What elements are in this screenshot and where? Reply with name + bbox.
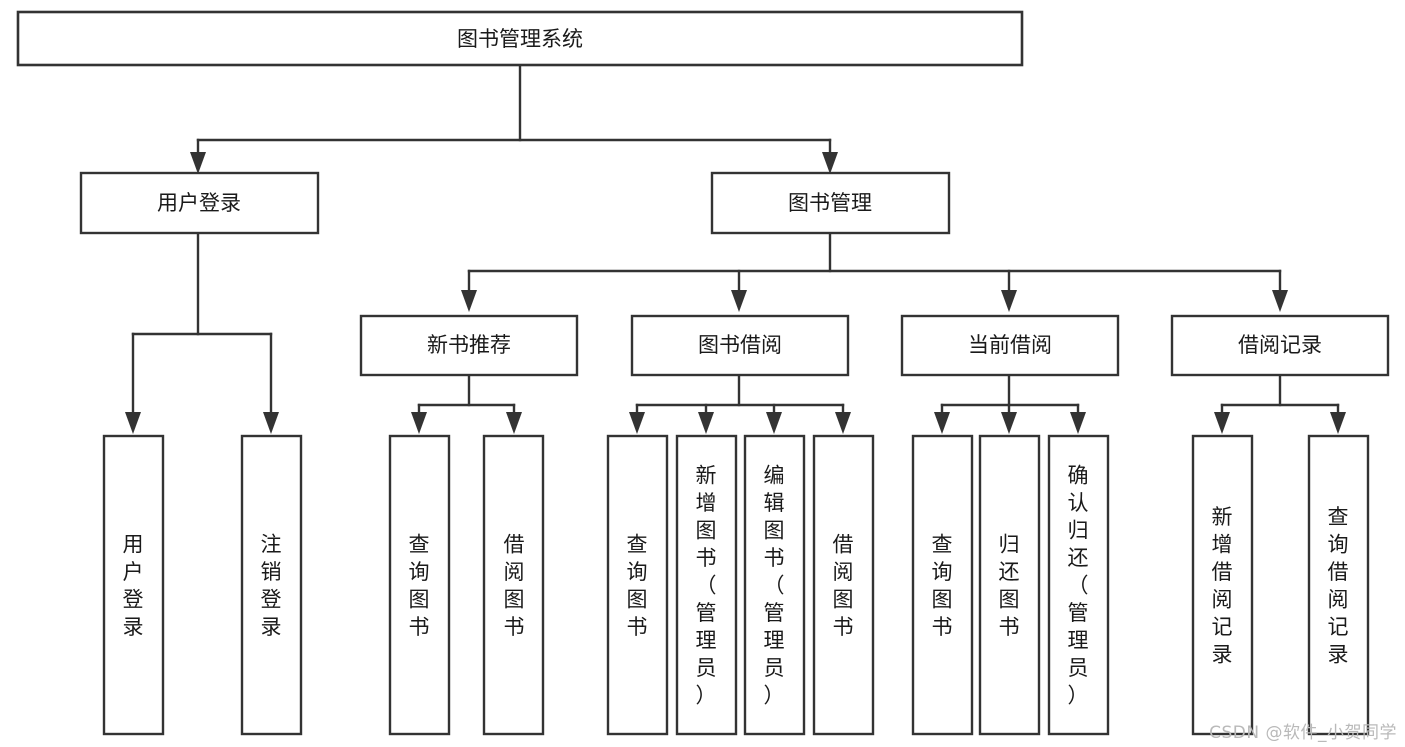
leaf-cb-confirm-return-label: 确认归还（管理员） <box>1068 464 1089 708</box>
node-root-box <box>16 10 1024 67</box>
arrow-head-bb-query <box>629 412 645 434</box>
leaf-newbook-borrow-book[interactable]: 借阅图书 <box>482 434 545 736</box>
node-user-login-box <box>79 171 320 235</box>
arrow-head-cb-return <box>1001 412 1017 434</box>
leaf-cb-confirm-return-box <box>1047 434 1110 736</box>
leaf-logout-label: 注销登录 <box>261 532 282 639</box>
leaf-bb-borrow-book-label: 借阅图书 <box>833 532 854 639</box>
node-borrow-record[interactable]: 借阅记录 <box>1170 314 1390 377</box>
node-book-management[interactable]: 图书管理 <box>710 171 951 235</box>
leaf-user-login-label: 用户登录 <box>123 532 144 639</box>
node-book-borrow-box <box>630 314 850 377</box>
arrow-head-bookmgmt <box>822 152 838 174</box>
arrow-head-leaf-user-login <box>125 412 141 434</box>
node-new-book-recommend-box <box>359 314 579 377</box>
node-root-label: 图书管理系统 <box>457 27 583 51</box>
leaf-cb-return-book[interactable]: 归还图书 <box>978 434 1041 736</box>
node-root[interactable]: 图书管理系统 <box>16 10 1024 67</box>
node-borrow-record-label: 借阅记录 <box>1238 333 1322 357</box>
leaf-bb-borrow-book[interactable]: 借阅图书 <box>812 434 875 736</box>
leaf-newbook-query-book-label: 查询图书 <box>409 532 430 639</box>
leaf-newbook-query-book[interactable]: 查询图书 <box>388 434 451 736</box>
node-new-book-recommend-label: 新书推荐 <box>427 333 511 357</box>
leaf-bb-edit-book-label: 编辑图书（管理员） <box>764 464 785 708</box>
leaf-bb-query-book-box <box>606 434 669 736</box>
leaf-cb-return-book-label: 归还图书 <box>999 532 1020 639</box>
arrow-head-newbook-query <box>411 412 427 434</box>
leaf-br-add-record-box <box>1191 434 1254 736</box>
leaf-cb-query-book-label: 查询图书 <box>932 532 953 639</box>
leaf-br-query-record-label: 查询借阅记录 <box>1328 505 1349 667</box>
arrow-head-bb-edit <box>766 412 782 434</box>
leaf-bb-add-book-box <box>675 434 738 736</box>
arrow-head-borrow-record <box>1272 290 1288 312</box>
node-new-book-recommend[interactable]: 新书推荐 <box>359 314 579 377</box>
leaf-logout[interactable]: 注销登录 <box>240 434 303 736</box>
node-current-borrow-label: 当前借阅 <box>968 333 1052 357</box>
node-borrow-record-box <box>1170 314 1390 377</box>
arrow-head-bb-borrow <box>835 412 851 434</box>
arrow-head-book-borrow <box>731 290 747 312</box>
watermark-text: CSDN @软件_小贺同学 <box>1209 723 1397 743</box>
connector-layer <box>125 63 1346 434</box>
arrow-head-leaf-logout <box>263 412 279 434</box>
leaf-br-query-record-box <box>1307 434 1370 736</box>
leaf-br-add-record[interactable]: 新增借阅记录 <box>1191 434 1254 736</box>
arrow-head-cb-confirm <box>1070 412 1086 434</box>
leaf-newbook-borrow-book-box <box>482 434 545 736</box>
leaf-bb-add-book-label: 新增图书（管理员） <box>696 464 717 708</box>
arrow-head-bb-add <box>698 412 714 434</box>
node-user-login[interactable]: 用户登录 <box>79 171 320 235</box>
node-book-management-box <box>710 171 951 235</box>
arrow-head-cb-query <box>934 412 950 434</box>
leaf-cb-return-book-box <box>978 434 1041 736</box>
leaf-bb-query-book[interactable]: 查询图书 <box>606 434 669 736</box>
node-book-borrow[interactable]: 图书借阅 <box>630 314 850 377</box>
arrow-head-new-book-rec <box>461 290 477 312</box>
leaf-br-query-record[interactable]: 查询借阅记录 <box>1307 434 1370 736</box>
leaf-bb-edit-book-box <box>743 434 806 736</box>
arrow-head-newbook-borrow <box>506 412 522 434</box>
arrow-head-br-query <box>1330 412 1346 434</box>
node-book-management-label: 图书管理 <box>788 191 872 215</box>
leaf-bb-add-book[interactable]: 新增图书（管理员） <box>675 434 738 736</box>
leaf-cb-query-book-box <box>911 434 974 736</box>
leaf-cb-confirm-return[interactable]: 确认归还（管理员） <box>1047 434 1110 736</box>
leaf-logout-box <box>240 434 303 736</box>
arrow-head-current-borrow <box>1001 290 1017 312</box>
leaf-newbook-query-book-box <box>388 434 451 736</box>
node-user-login-label: 用户登录 <box>157 191 241 215</box>
leaf-newbook-borrow-book-label: 借阅图书 <box>504 532 525 639</box>
arrow-head-br-add <box>1214 412 1230 434</box>
arrow-head-userlogin <box>190 152 206 174</box>
leaf-bb-edit-book[interactable]: 编辑图书（管理员） <box>743 434 806 736</box>
leaf-cb-query-book[interactable]: 查询图书 <box>911 434 974 736</box>
node-current-borrow-box <box>900 314 1120 377</box>
node-book-borrow-label: 图书借阅 <box>698 333 782 357</box>
node-current-borrow[interactable]: 当前借阅 <box>900 314 1120 377</box>
leaf-br-add-record-label: 新增借阅记录 <box>1212 505 1233 667</box>
leaf-user-login[interactable]: 用户登录 <box>102 434 165 736</box>
leaf-bb-query-book-label: 查询图书 <box>627 532 648 639</box>
leaf-bb-borrow-book-box <box>812 434 875 736</box>
leaf-user-login-box <box>102 434 165 736</box>
